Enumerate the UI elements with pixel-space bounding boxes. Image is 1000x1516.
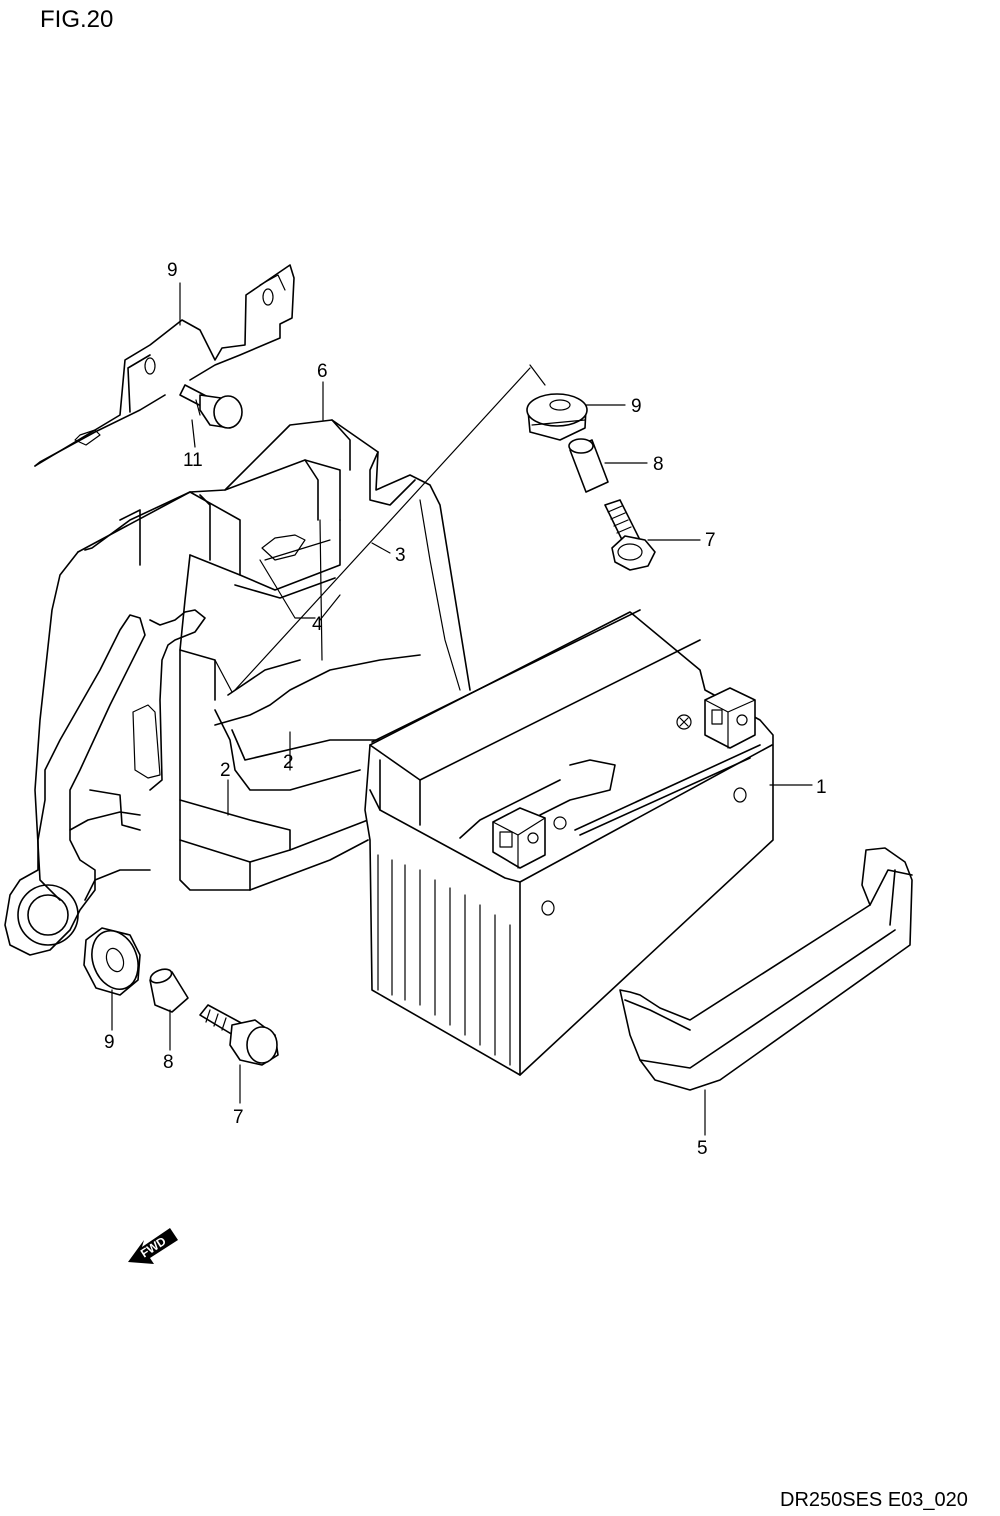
callout-11: 11 — [183, 450, 203, 471]
callout-8-top: 8 — [653, 454, 664, 475]
bolt-7-bottom — [199, 1004, 279, 1066]
side-bracket — [4, 609, 206, 956]
callout-9-bottom: 9 — [104, 1032, 115, 1053]
callout-8-bottom: 8 — [163, 1052, 174, 1073]
battery — [364, 609, 774, 1076]
battery-case — [34, 419, 471, 901]
grommet-9-top — [526, 393, 588, 441]
callout-5: 5 — [697, 1138, 708, 1159]
bolt-11 — [179, 384, 243, 429]
fwd-arrow-icon: FWD — [128, 1228, 178, 1264]
bolt-7-top — [604, 499, 656, 571]
callout-10: 9 — [167, 260, 178, 281]
callout-7-bottom: 7 — [233, 1107, 244, 1128]
callout-3: 3 — [395, 545, 406, 566]
callout-1: 1 — [816, 777, 827, 798]
callout-2-right: 2 — [283, 752, 294, 773]
grommet-9-bottom — [83, 927, 141, 996]
callout-6: 6 — [317, 361, 328, 382]
figure-code: DR250SES E03_020 — [780, 1489, 968, 1511]
battery-band — [619, 847, 913, 1091]
callout-7-top: 7 — [705, 530, 716, 551]
leader-lines — [111, 282, 813, 1136]
collar-8-top — [568, 438, 609, 493]
callout-4: 4 — [312, 614, 323, 635]
collar-8-bottom — [149, 968, 189, 1013]
callout-9-top: 9 — [631, 396, 642, 417]
callout-labels: 9 11 6 9 8 7 3 4 1 2 2 5 9 8 7 — [104, 260, 827, 1159]
bracket-10 — [34, 264, 295, 467]
callout-2-left: 2 — [220, 760, 231, 781]
figure-title: FIG.20 — [40, 6, 113, 33]
